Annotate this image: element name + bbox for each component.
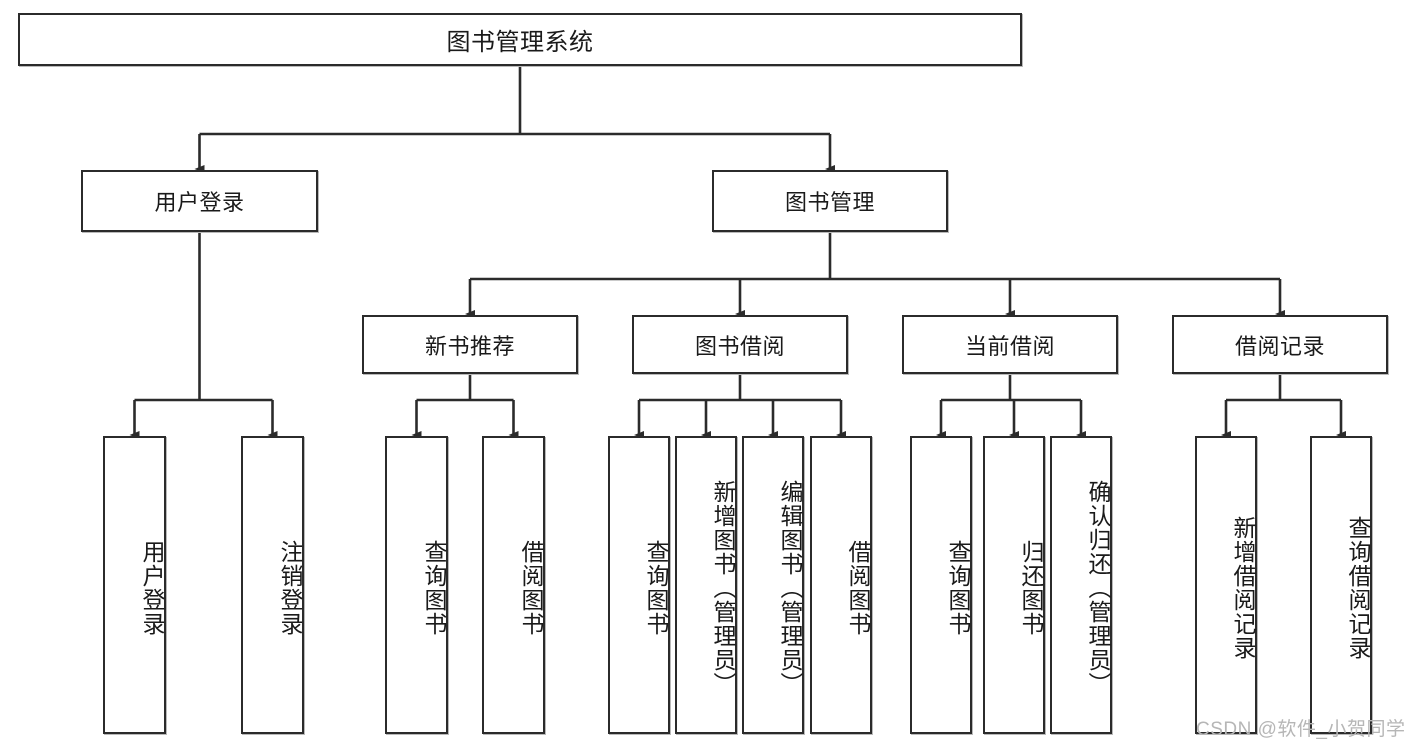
node-leaf-user-login[interactable]: 用户登录 xyxy=(103,436,166,734)
node-leaf-br-query[interactable]: 查询借阅记录 xyxy=(1310,436,1372,734)
watermark: CSDN @软件_小贺同学 xyxy=(1196,719,1405,740)
node-leaf-cb-return[interactable]: 归还图书 xyxy=(983,436,1045,734)
node-leaf-rec-query[interactable]: 查询图书 xyxy=(385,436,448,734)
node-leaf-bb-query[interactable]: 查询图书 xyxy=(608,436,670,734)
node-user-login[interactable]: 用户登录 xyxy=(81,170,318,232)
node-book-manage[interactable]: 图书管理 xyxy=(712,170,948,232)
node-leaf-cb-query[interactable]: 查询图书 xyxy=(910,436,972,734)
node-leaf-cb-confirm[interactable]: 确认归还（管理员） xyxy=(1050,436,1112,734)
node-new-book-rec[interactable]: 新书推荐 xyxy=(362,315,578,374)
node-current-borrow[interactable]: 当前借阅 xyxy=(902,315,1118,374)
edge-group xyxy=(129,66,1346,439)
node-book-borrow[interactable]: 图书借阅 xyxy=(632,315,848,374)
node-leaf-bb-add[interactable]: 新增图书（管理员） xyxy=(675,436,737,734)
node-leaf-bb-edit[interactable]: 编辑图书（管理员） xyxy=(742,436,804,734)
node-leaf-user-logout[interactable]: 注销登录 xyxy=(241,436,304,734)
node-leaf-bb-borrow[interactable]: 借阅图书 xyxy=(810,436,872,734)
node-root[interactable]: 图书管理系统 xyxy=(18,13,1022,66)
node-leaf-br-add[interactable]: 新增借阅记录 xyxy=(1195,436,1257,734)
node-leaf-rec-borrow[interactable]: 借阅图书 xyxy=(482,436,545,734)
node-borrow-record[interactable]: 借阅记录 xyxy=(1172,315,1388,374)
